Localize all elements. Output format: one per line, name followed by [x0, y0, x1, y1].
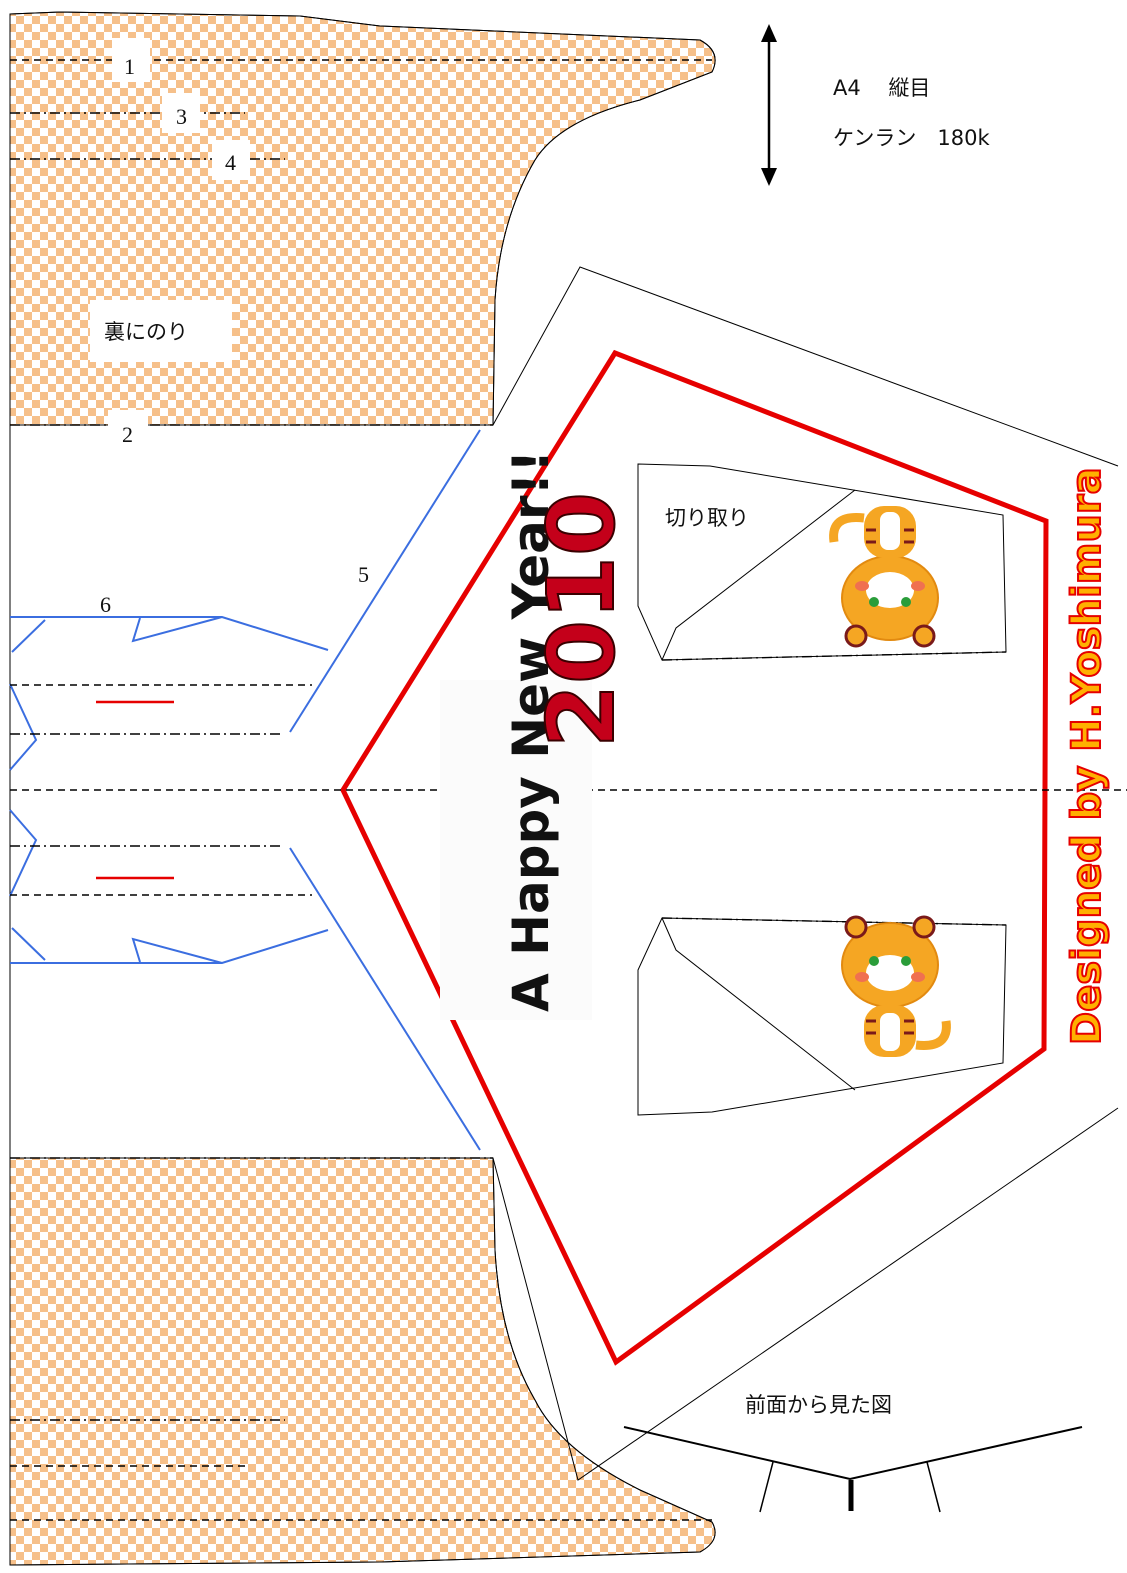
cut-line-bottom — [9, 1157, 716, 1566]
fold-number-2: 2 — [122, 422, 133, 447]
cutout-fold-bottom — [661, 917, 1007, 926]
fold-number-3: 3 — [176, 104, 187, 129]
cutout-fold-top — [661, 651, 1007, 661]
designer-credit: Designed by H.Yoshimura — [1064, 467, 1110, 1045]
greeting-text: A Happy New Year!! — [502, 450, 560, 1012]
glue-note-box — [90, 300, 232, 362]
paper-size-note: A4 縦目 — [833, 76, 930, 100]
fold-number-5: 5 — [358, 562, 369, 587]
label-box-4 — [212, 140, 250, 180]
cutout-diagonal-bottom — [661, 917, 856, 1091]
glue-area-bottom — [9, 1157, 716, 1566]
cutout-window-bottom — [637, 917, 1007, 1116]
label-box-3 — [162, 93, 200, 133]
year-text: 2010 — [528, 492, 635, 748]
cut-line-top — [9, 11, 716, 426]
tiger-illustration-bottom — [841, 915, 951, 1057]
card-outline — [492, 266, 1119, 1481]
front-view-title: 前面から見た図 — [745, 1393, 892, 1417]
mountain-fold-5-lower — [289, 847, 481, 1151]
greeting-backdrop — [440, 680, 592, 1020]
red-frame — [340, 349, 1049, 1366]
cutout-window-top — [637, 463, 1007, 661]
fold-number-6: 6 — [100, 592, 111, 617]
fold-number-4: 4 — [225, 150, 236, 175]
paper-type-note: ケンラン 180k — [833, 126, 990, 150]
fold-number-1: 1 — [124, 54, 135, 79]
tiger-illustration-top — [829, 506, 939, 648]
front-view-diagram — [623, 1426, 1083, 1513]
grain-direction-arrow — [761, 24, 777, 186]
mountain-fold-5-upper — [289, 429, 481, 733]
cutout-diagonal-top — [661, 489, 856, 661]
label-box-1 — [112, 38, 150, 82]
glue-note: 裏にのり — [104, 320, 188, 344]
label-box-2 — [108, 410, 148, 450]
cutout-note: 切り取り — [665, 506, 749, 530]
stand-mechanism — [9, 616, 329, 964]
